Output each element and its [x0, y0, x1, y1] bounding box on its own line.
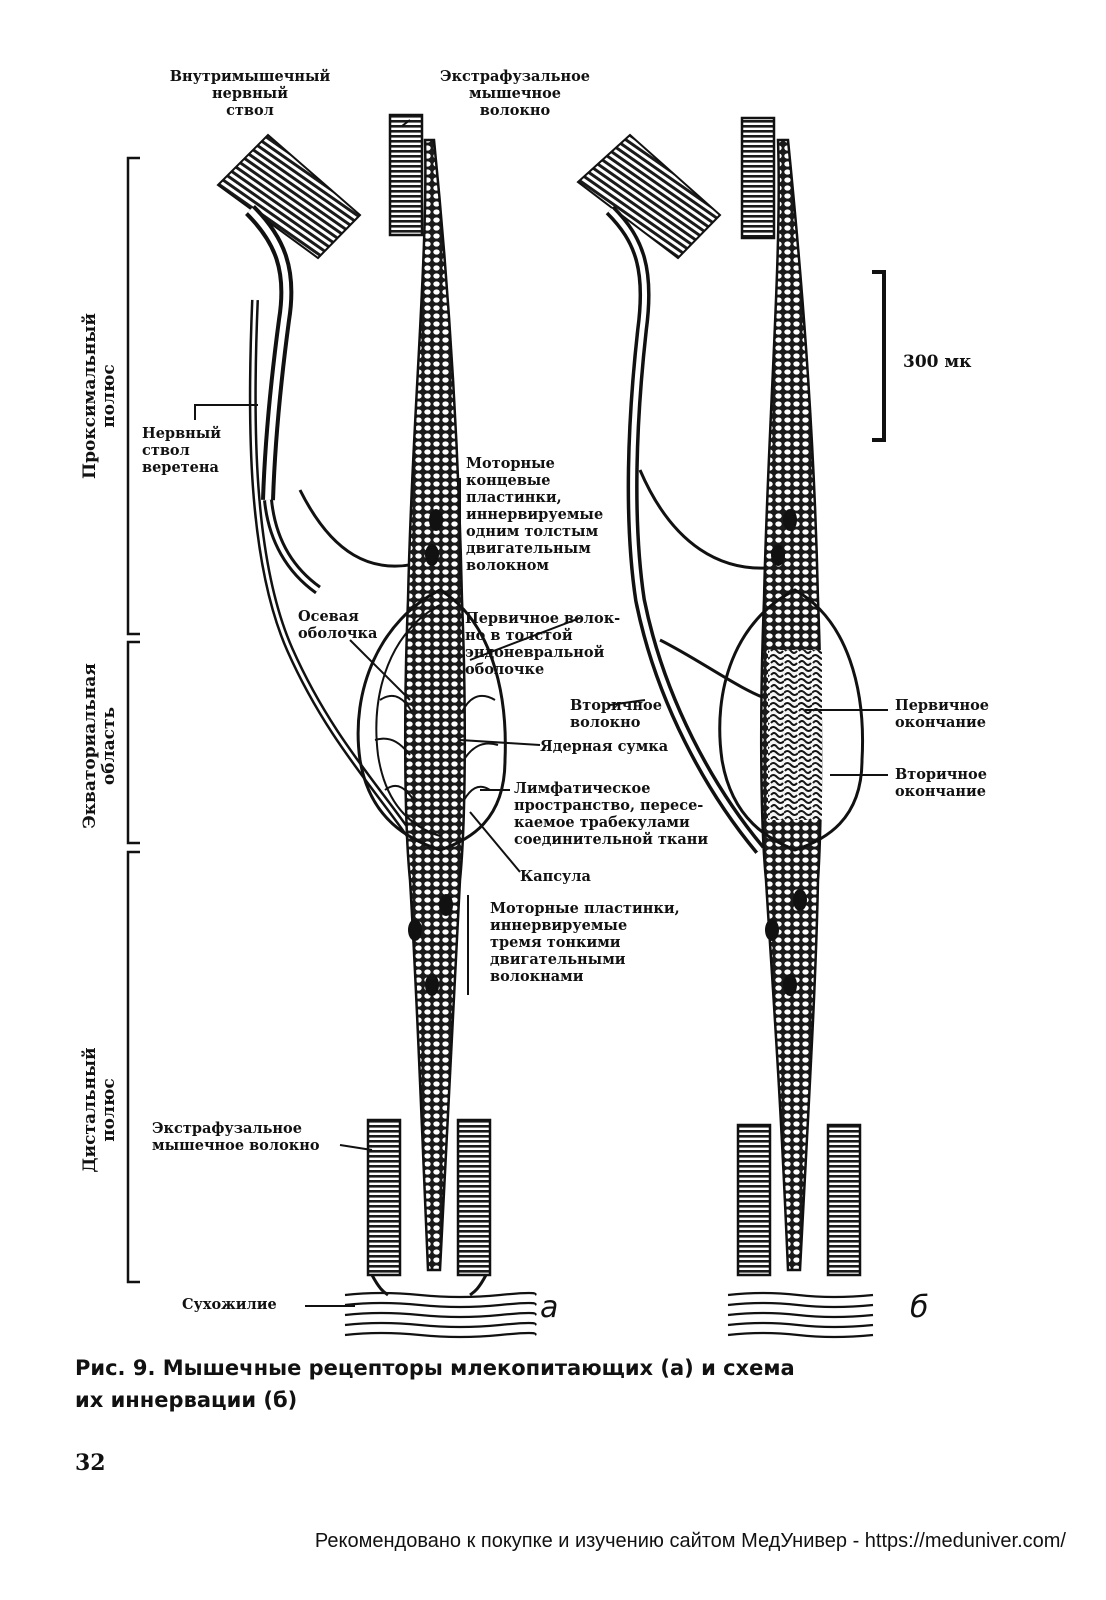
intramuscular-nerve-trunk [216, 133, 431, 853]
capsule-b [718, 588, 865, 852]
extrafusal-fiber-top-a [388, 113, 424, 237]
capsule-a [356, 588, 507, 852]
scale-bar [872, 270, 886, 442]
label-secondary-ending: Вторичное окончание [895, 766, 987, 800]
panel-b-drawing [576, 116, 874, 1339]
label-nuclear-bag: Ядерная сумка [540, 738, 669, 755]
extrafusal-fiber-bottom-b2 [826, 1123, 862, 1277]
region-distal: Дистальный полюс [80, 1047, 119, 1173]
label-extrafusal-bottom: Экстрафузальное мышечное волокно [152, 1120, 320, 1154]
label-capsule: Капсула [520, 868, 591, 885]
primary-ending-b [768, 650, 822, 820]
label-scale: 300 мк [903, 352, 972, 372]
motor-end-plates-a [408, 509, 453, 996]
extrafusal-fiber-bottom-b1 [736, 1123, 772, 1277]
intrafusal-fiber-a [403, 138, 467, 1272]
leader-lines [194, 119, 888, 1307]
region-equatorial: Экваториальная область [80, 663, 119, 829]
region-proximal: Проксимальный полюс [80, 313, 119, 479]
panel-label-a: а [540, 1290, 559, 1325]
region-brackets [126, 156, 140, 1284]
label-secondary-fiber: Вторичное волокно [570, 697, 662, 731]
label-spindle-nerve: Нервный ствол веретена [142, 425, 222, 476]
panel-a-drawing [216, 113, 537, 1339]
extrafusal-fiber-bottom-a2 [456, 1118, 492, 1277]
tendon-a [344, 1291, 537, 1339]
motor-end-plates-b [765, 509, 807, 996]
label-motor-plates-thin: Моторные пластинки, иннервируемые тремя … [490, 900, 680, 985]
page-number: 32 [75, 1450, 106, 1476]
extrafusal-fiber-top-b [740, 116, 776, 240]
label-primary-fiber: Первичное волок- но в толстой эндоневрал… [465, 610, 621, 678]
footer-note: Рекомендовано к покупке и изучению сайто… [314, 1530, 1066, 1552]
panel-label-b: б [910, 1290, 929, 1325]
label-extrafusal-top: Экстрафузальное мышечное волокно [440, 68, 590, 119]
label-intramuscular-nerve: Внутримышечный нервный ствол [169, 68, 331, 119]
label-motor-plates-thick: Моторные концевые пластинки, иннервируем… [466, 455, 604, 574]
label-lymph-space: Лимфатическое пространство, пересе- каем… [514, 780, 709, 848]
label-primary-ending: Первичное окончание [895, 697, 990, 731]
figure-caption: Рис. 9. Мышечные рецепторы млекопитающих… [75, 1356, 795, 1412]
label-tendon: Сухожилие [182, 1296, 277, 1313]
extrafusal-fiber-bottom-a1 [366, 1118, 402, 1277]
label-axial-sheath: Осевая оболочка [298, 608, 378, 642]
tendon-b [727, 1291, 874, 1339]
